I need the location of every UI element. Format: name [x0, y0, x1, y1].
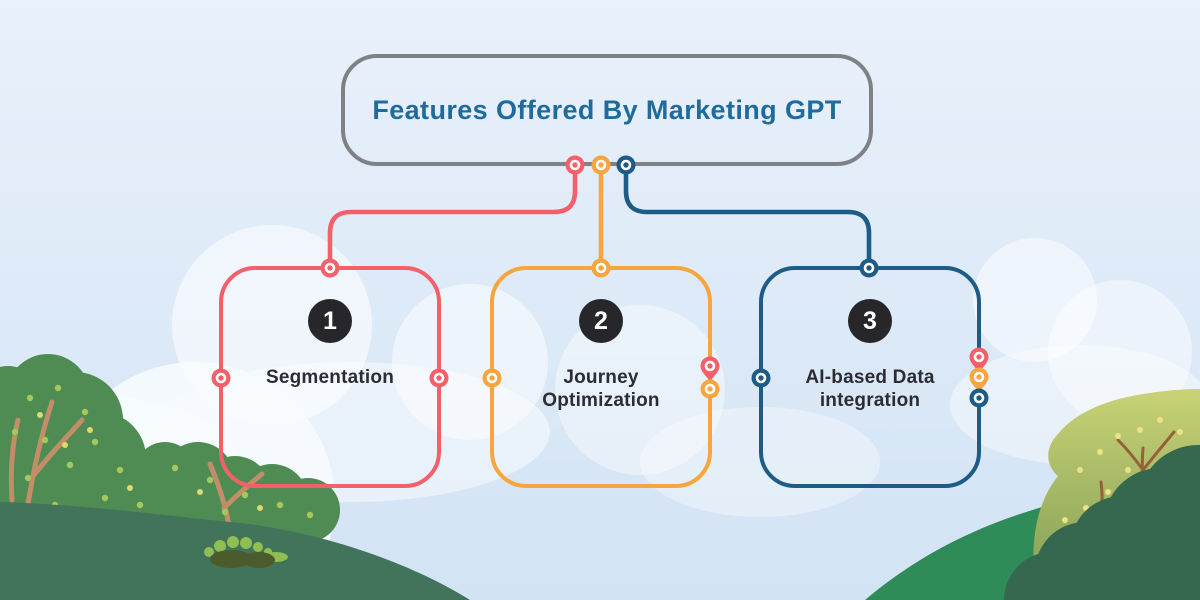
feature-label: AI-based Data integration	[805, 367, 935, 411]
feature-card-3: 3 AI-based Data integration	[759, 266, 981, 488]
feature-number: 3	[863, 306, 877, 335]
feature-number: 2	[594, 306, 608, 335]
title-box: Features Offered By Marketing GPT	[341, 54, 873, 166]
left-trees	[0, 354, 340, 553]
feature-label: Segmentation	[265, 367, 395, 388]
feature-card-2: 2 Journey Optimization	[490, 266, 712, 488]
feature-number-badge: 3	[848, 299, 892, 343]
right-dark-bush	[1004, 445, 1200, 600]
feature-card-1: 1 Segmentation	[219, 266, 441, 488]
hill-bush	[204, 536, 288, 568]
feature-number-badge: 2	[579, 299, 623, 343]
feature-number-badge: 1	[308, 299, 352, 343]
page-title: Features Offered By Marketing GPT	[372, 94, 842, 125]
feature-label: Journey Optimization	[542, 367, 660, 411]
feature-number: 1	[323, 306, 337, 335]
